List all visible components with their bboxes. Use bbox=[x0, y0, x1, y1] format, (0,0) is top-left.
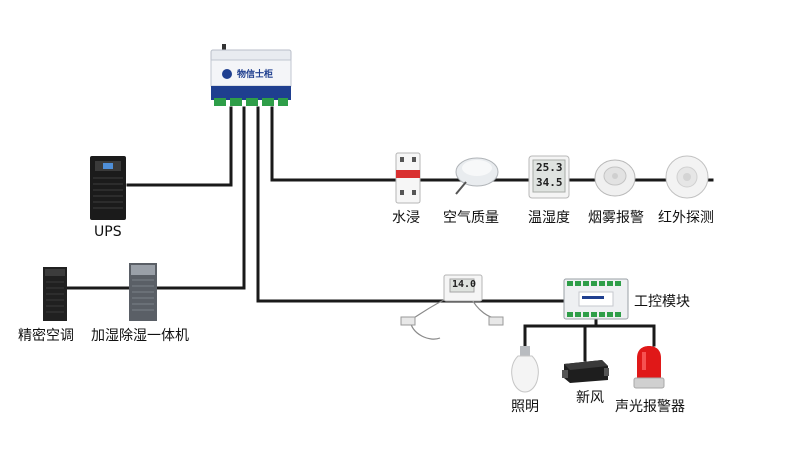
ups-icon bbox=[89, 155, 127, 221]
alarm-label: 声光报警器 bbox=[615, 399, 685, 415]
probe-clamp-icon bbox=[400, 312, 416, 326]
light-bulb-icon bbox=[510, 344, 540, 394]
infrared-detector-icon bbox=[664, 154, 710, 200]
hub-controller: 物信士柜 bbox=[208, 40, 294, 110]
wire-outputs bbox=[523, 316, 598, 347]
alarm-light-icon bbox=[632, 344, 666, 390]
ups-label: UPS bbox=[94, 224, 122, 240]
wire-hvac bbox=[66, 106, 246, 290]
humidifier-icon bbox=[128, 262, 158, 322]
control-module-label: 工控模块 bbox=[634, 294, 690, 310]
smoke-label: 烟雾报警 bbox=[588, 210, 644, 226]
power-meter-icon: 14.0 bbox=[443, 274, 483, 302]
temp-display-line1: 25.3 bbox=[536, 161, 563, 174]
humidifier-label: 加湿除湿一体机 bbox=[91, 328, 189, 344]
fresh-air-label: 新风 bbox=[576, 390, 604, 406]
wire-control bbox=[256, 106, 567, 303]
air-quality-label: 空气质量 bbox=[443, 210, 499, 226]
wire-ups bbox=[126, 106, 233, 187]
lighting-label: 照明 bbox=[511, 399, 539, 415]
water-sensor-icon bbox=[395, 152, 421, 204]
fresh-air-fan-icon bbox=[560, 358, 610, 384]
control-module-icon bbox=[563, 278, 629, 320]
hub-brand: 物信士柜 bbox=[237, 70, 274, 80]
probe-clamp-icon bbox=[488, 312, 504, 326]
smoke-detector-icon bbox=[593, 158, 637, 198]
temp-display-line2: 34.5 bbox=[536, 176, 563, 189]
air-quality-sensor-icon bbox=[452, 154, 502, 196]
precision-ac-label: 精密空调 bbox=[18, 328, 74, 344]
meter-display: 14.0 bbox=[452, 279, 477, 290]
temp-humidity-label: 温湿度 bbox=[528, 210, 570, 226]
infrared-label: 红外探测 bbox=[658, 210, 714, 226]
temp-humidity-sensor-icon: 25.3 34.5 bbox=[528, 155, 570, 199]
water-label: 水浸 bbox=[392, 210, 420, 226]
precision-ac-icon bbox=[42, 266, 68, 322]
